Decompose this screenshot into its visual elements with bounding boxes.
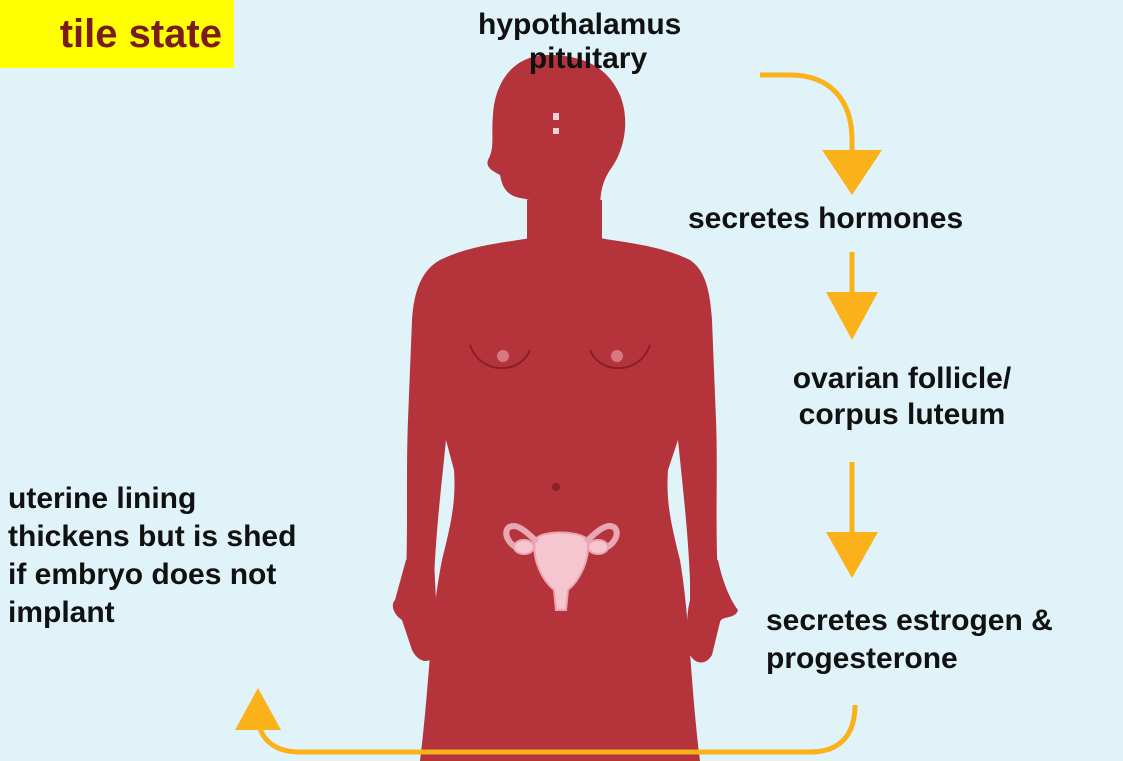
label-uterine-line-2: thickens but is shed	[8, 520, 296, 554]
hypothalamus-mark	[553, 128, 559, 134]
right-ovary	[588, 540, 608, 554]
head-shape	[487, 55, 625, 215]
left-hand-shape	[393, 560, 439, 661]
label-pituitary: pituitary	[518, 42, 658, 76]
arrowhead-ovarian	[826, 292, 878, 340]
right-nipple	[611, 350, 623, 362]
left-ovary	[514, 540, 534, 554]
arrow-pituitary-to-hormones	[760, 75, 852, 160]
label-progesterone: progesterone	[766, 642, 958, 676]
slide-title: tile state	[0, 0, 234, 68]
right-hand-shape	[687, 560, 738, 663]
label-ovarian-follicle: ovarian follicle/	[762, 362, 1042, 396]
arrowhead-hormones	[822, 150, 882, 195]
label-uterine-line-1: uterine lining	[8, 482, 196, 516]
arrowhead-uterine	[235, 688, 281, 730]
pituitary-mark	[553, 113, 559, 120]
label-uterine-line-3: if embryo does not	[8, 558, 276, 592]
label-secretes-estrogen: secretes estrogen &	[766, 604, 1053, 638]
female-body-silhouette	[393, 55, 738, 761]
label-uterine-line-4: implant	[8, 596, 115, 630]
torso-shape	[406, 238, 718, 761]
navel	[552, 483, 560, 491]
label-hypothalamus: hypothalamus	[478, 8, 658, 42]
arrowhead-estrogen	[826, 532, 878, 578]
label-secretes-hormones: secretes hormones	[688, 202, 963, 236]
left-nipple	[497, 350, 509, 362]
label-corpus-luteum: corpus luteum	[762, 398, 1042, 432]
